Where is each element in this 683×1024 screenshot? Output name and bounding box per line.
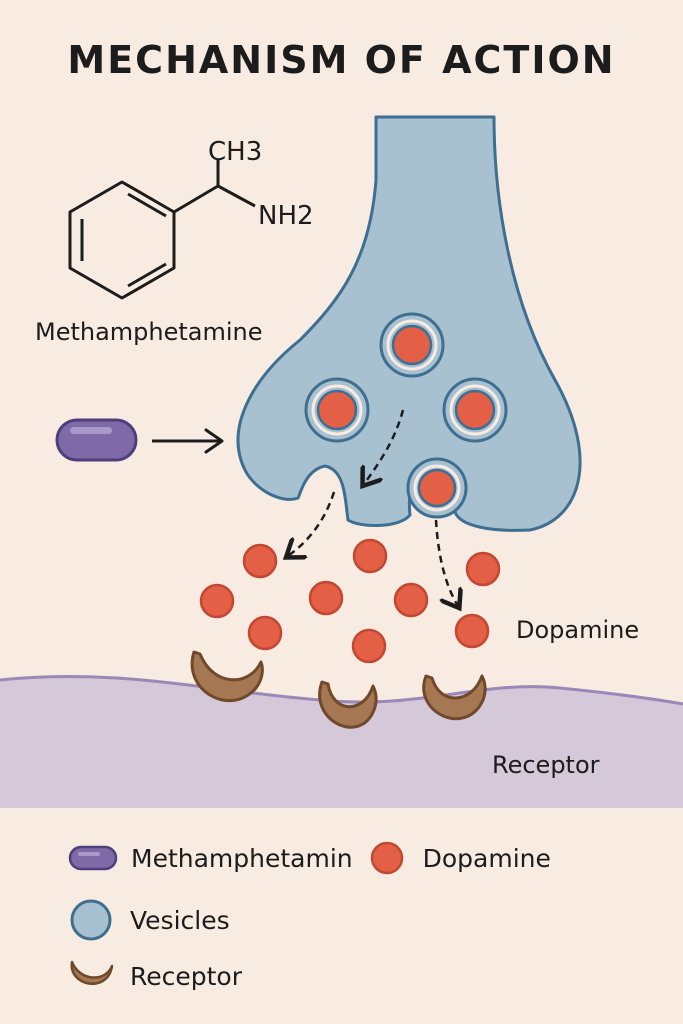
dopamine-molecule xyxy=(247,615,283,651)
methamphetamine-pill xyxy=(55,418,138,462)
methamphetamine-structure xyxy=(68,160,256,300)
dopamine-molecule xyxy=(393,582,429,618)
benzene-double-bond xyxy=(127,192,167,218)
amine-bond xyxy=(217,184,256,208)
release-arrow xyxy=(434,519,458,606)
legend-receptor-label: Receptor xyxy=(130,961,242,991)
release-arrow xyxy=(288,491,336,556)
legend-vesicle-icon xyxy=(70,899,112,941)
vesicle xyxy=(442,377,508,443)
legend-pill-icon xyxy=(68,845,118,871)
side-chain-bond xyxy=(173,184,219,214)
legend-dopamine-icon xyxy=(370,841,403,875)
dopamine-molecule xyxy=(308,580,344,616)
legend-row-1: Methamphetamin Dopamine xyxy=(68,840,551,876)
receptor xyxy=(190,650,264,702)
receptor-label: Receptor xyxy=(492,751,600,779)
diagram-title: MECHANISM OF ACTION xyxy=(67,38,616,82)
vesicle xyxy=(379,312,445,378)
vesicle xyxy=(304,377,370,443)
dopamine-molecule xyxy=(465,551,501,587)
entry-arrow-head xyxy=(204,428,224,454)
benzene-double-bond xyxy=(127,262,167,288)
legend-receptor-icon xyxy=(70,960,114,985)
dopamine-molecule xyxy=(352,538,388,574)
legend-row-2: Vesicles xyxy=(68,898,230,942)
dopamine-molecule xyxy=(199,583,235,619)
nh2-group-label: NH2 xyxy=(258,201,314,231)
release-arrow xyxy=(364,409,405,484)
legend-vesicles-label: Vesicles xyxy=(130,905,230,935)
legend-methamphetamine-label: Methamphetamin xyxy=(131,843,353,873)
pill-highlight xyxy=(70,427,112,434)
receptor xyxy=(422,674,487,721)
dopamine-label: Dopamine xyxy=(516,616,639,644)
legend-dopamine-label: Dopamine xyxy=(422,843,551,873)
dopamine-molecule xyxy=(242,543,278,579)
dopamine-molecule xyxy=(454,613,490,649)
ch3-group-label: CH3 xyxy=(208,137,262,167)
membrane-edge xyxy=(0,675,683,706)
vesicle-fusing xyxy=(406,457,468,519)
postsynaptic-membrane xyxy=(0,676,683,808)
receptor xyxy=(318,680,378,729)
dopamine-molecule xyxy=(351,628,387,664)
benzene-ring xyxy=(68,180,176,300)
legend-row-3: Receptor xyxy=(68,956,242,996)
molecule-name: Methamphetamine xyxy=(35,318,263,346)
